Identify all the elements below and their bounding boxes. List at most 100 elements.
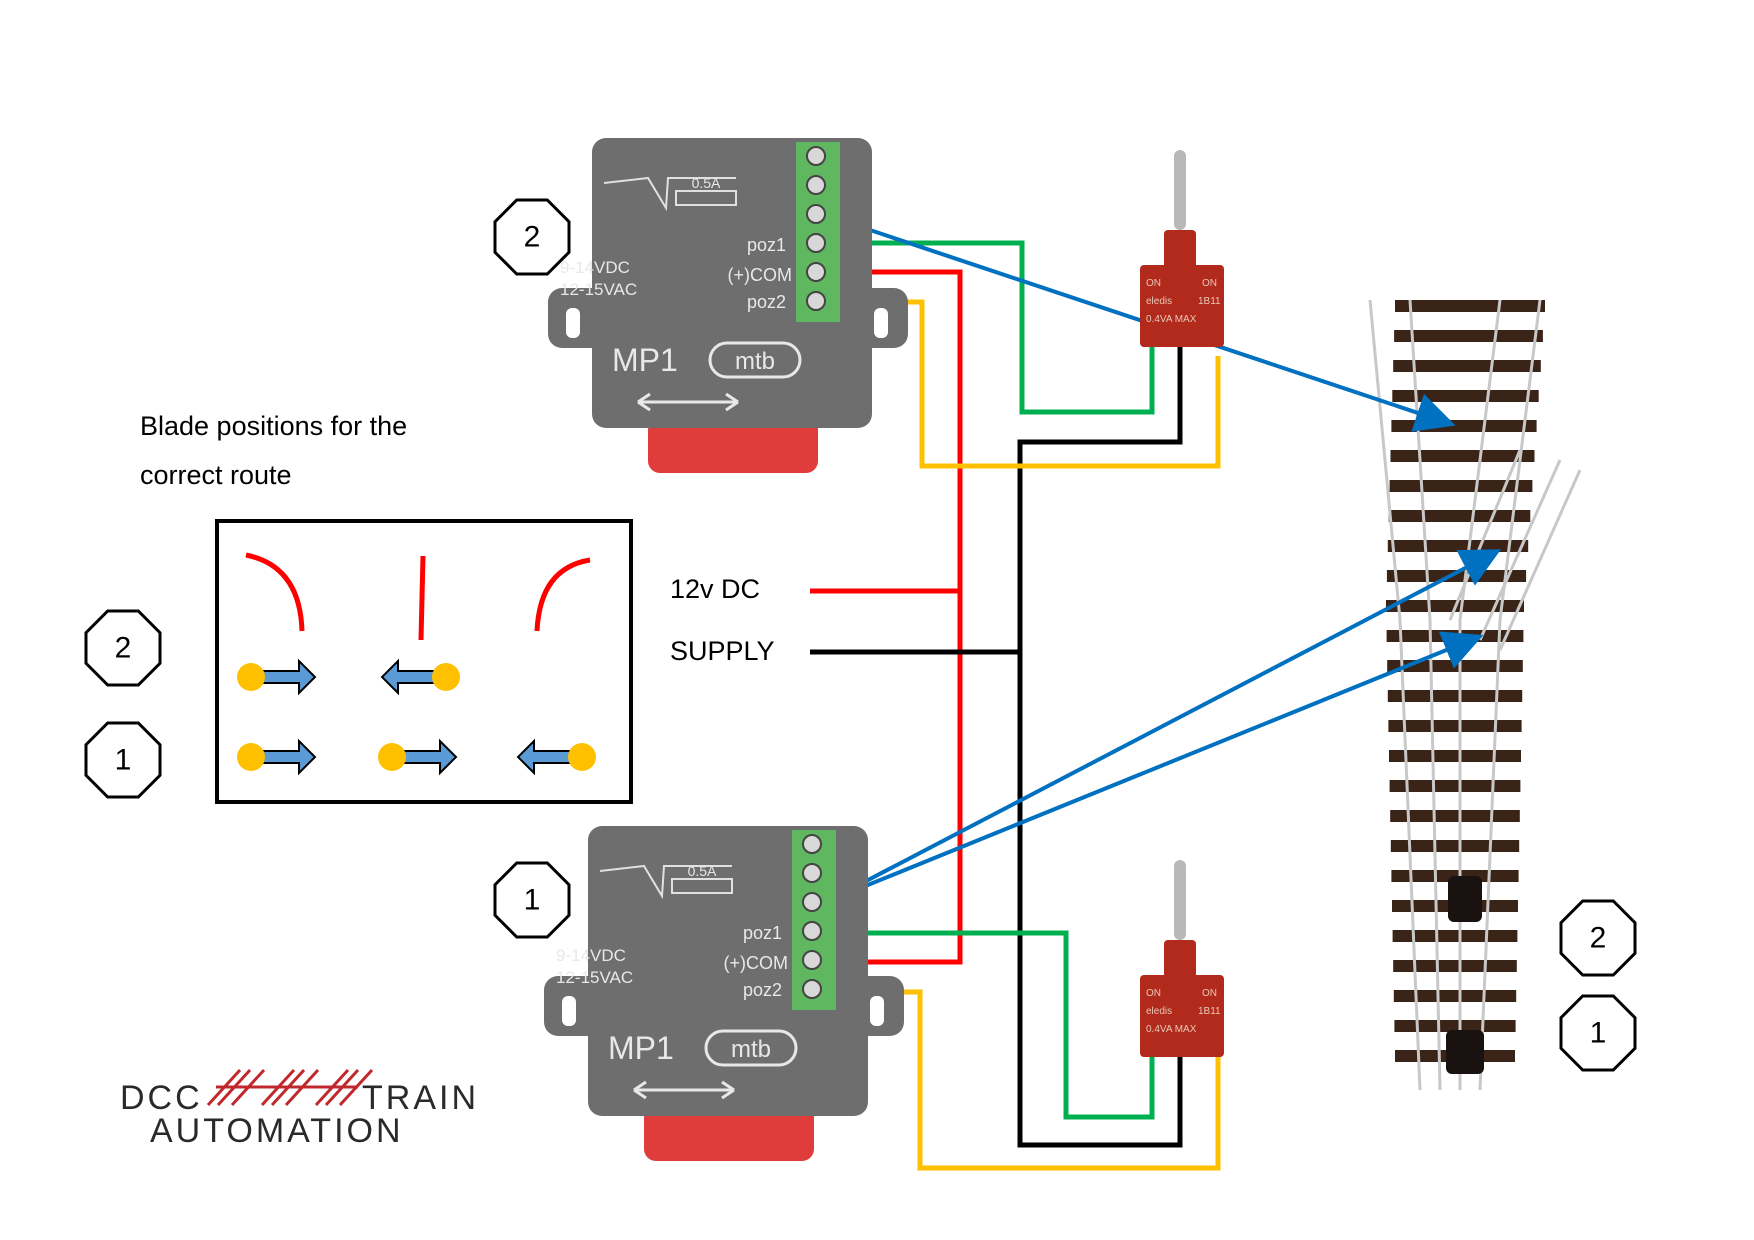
com-label: (+)COM <box>724 953 789 973</box>
blade-pivot-dot <box>237 663 265 691</box>
fuse-symbol <box>675 190 737 206</box>
poz1-label: poz1 <box>747 235 786 255</box>
voltage-ac-label: 12-15VAC <box>556 968 633 987</box>
mount-slot-right <box>874 308 888 338</box>
blade-pivot-dot <box>432 663 460 691</box>
double-arrow-icon <box>633 1080 735 1100</box>
sleeper <box>1389 780 1521 792</box>
toggle-body <box>1140 975 1224 1057</box>
track-sleepers <box>1386 300 1545 1062</box>
sleeper <box>1389 480 1533 492</box>
switch-on-right: ON <box>1202 988 1217 999</box>
octagon-track-1: 1 <box>1590 1017 1607 1050</box>
sleeper <box>1390 450 1535 462</box>
sleeper <box>1388 510 1531 522</box>
octagon-module-top-shape <box>493 198 571 276</box>
terminal-screw <box>806 204 826 224</box>
octagon-legend-2-shape <box>84 609 162 687</box>
terminal-screw <box>806 291 826 311</box>
legend-caption-line2: correct route <box>140 460 292 490</box>
red-supply-wire <box>810 269 963 965</box>
switch-on-right: ON <box>1202 278 1217 289</box>
sleeper <box>1390 840 1520 852</box>
octagon-legend-1-shape <box>84 721 162 799</box>
terminal-screw <box>806 146 826 166</box>
blade-curve-right <box>534 557 591 632</box>
sleeper <box>1390 810 1520 822</box>
switch-on-left: ON <box>1146 988 1161 999</box>
mount-slot-left <box>566 308 580 338</box>
terminal-screw <box>802 921 822 941</box>
voltage-dc-label: 9-14VDC <box>556 946 626 965</box>
logo-automation: AUTOMATION <box>150 1112 404 1150</box>
model-label: MP1 <box>608 1030 674 1066</box>
sleeper <box>1392 930 1518 942</box>
switch-model: 1B11 <box>1198 1006 1221 1017</box>
switch-brand: eledis <box>1146 296 1172 307</box>
sleeper <box>1394 330 1543 342</box>
logo-rail-stripes <box>206 1068 374 1107</box>
logo-train: TRAIN <box>362 1079 479 1117</box>
pointer-bottom-to-blade-b <box>825 631 1484 904</box>
legend-arrows <box>237 658 596 776</box>
toggle-lever <box>1174 860 1186 940</box>
terminal-screw <box>802 863 822 883</box>
fuse-rating: 0.5A <box>692 175 721 191</box>
mount-slot-right <box>870 996 884 1026</box>
octagon-legend-1: 1 <box>115 744 132 777</box>
model-label: MP1 <box>612 342 678 378</box>
fuse-rating: 0.5A <box>688 863 717 879</box>
sleeper <box>1387 690 1523 702</box>
black-supply-wire <box>1017 340 1183 1148</box>
fuse-symbol <box>671 878 733 894</box>
brand-label: mtb <box>731 1036 771 1063</box>
point-motor-housing-bottom <box>1446 1030 1484 1074</box>
switch-symbol <box>599 864 732 900</box>
switch-rating: 0.4VA MAX <box>1146 314 1197 325</box>
poz2-label: poz2 <box>743 980 782 1000</box>
y-point-track <box>1368 299 1582 1091</box>
octagon-legend-2: 2 <box>115 632 132 665</box>
toggle-bushing <box>1164 230 1196 270</box>
point-motor-housing-top <box>1448 876 1482 922</box>
poz1-label: poz1 <box>743 923 782 943</box>
octagon-track-1-shape <box>1559 994 1637 1072</box>
toggle-lever <box>1174 150 1186 230</box>
module-base <box>644 1106 814 1161</box>
sleeper <box>1389 750 1521 762</box>
dcc-train-automation-logo: DCC TRAIN AUTOMATION <box>120 1068 479 1150</box>
terminal-screw <box>802 979 822 999</box>
brand-label: mtb <box>735 348 775 375</box>
pointer-bottom-to-blade-a <box>825 549 1502 904</box>
blade-pivot-dot <box>568 743 596 771</box>
voltage-ac-label: 12-15VAC <box>560 280 637 299</box>
supply-label-line1: 12v DC <box>670 574 760 604</box>
terminal-screw <box>806 175 826 195</box>
switch-symbol <box>603 176 736 212</box>
octagon-module-bottom: 1 <box>524 884 541 917</box>
double-arrow-icon <box>637 392 739 412</box>
brand-badge <box>704 1029 798 1067</box>
sleeper <box>1395 300 1545 312</box>
octagon-track-2-shape <box>1559 899 1637 977</box>
blade-pivot-dot <box>237 743 265 771</box>
legend-caption-line1: Blade positions for the <box>140 411 407 441</box>
green-wire-top <box>810 240 1155 415</box>
sleeper <box>1388 720 1522 732</box>
terminal-screw <box>806 262 826 282</box>
poz2-label: poz2 <box>747 292 786 312</box>
module-base <box>648 418 818 473</box>
green-wire-bottom <box>810 930 1155 1120</box>
octagon-track-2: 2 <box>1590 922 1607 955</box>
switch-brand: eledis <box>1146 1006 1172 1017</box>
blade-pivot-dot <box>378 743 406 771</box>
supply-label-line2: SUPPLY <box>670 636 775 666</box>
blade-indicators <box>245 552 591 641</box>
terminal-screw <box>802 892 822 912</box>
com-label: (+)COM <box>728 265 793 285</box>
blade-curve-left <box>245 552 305 632</box>
